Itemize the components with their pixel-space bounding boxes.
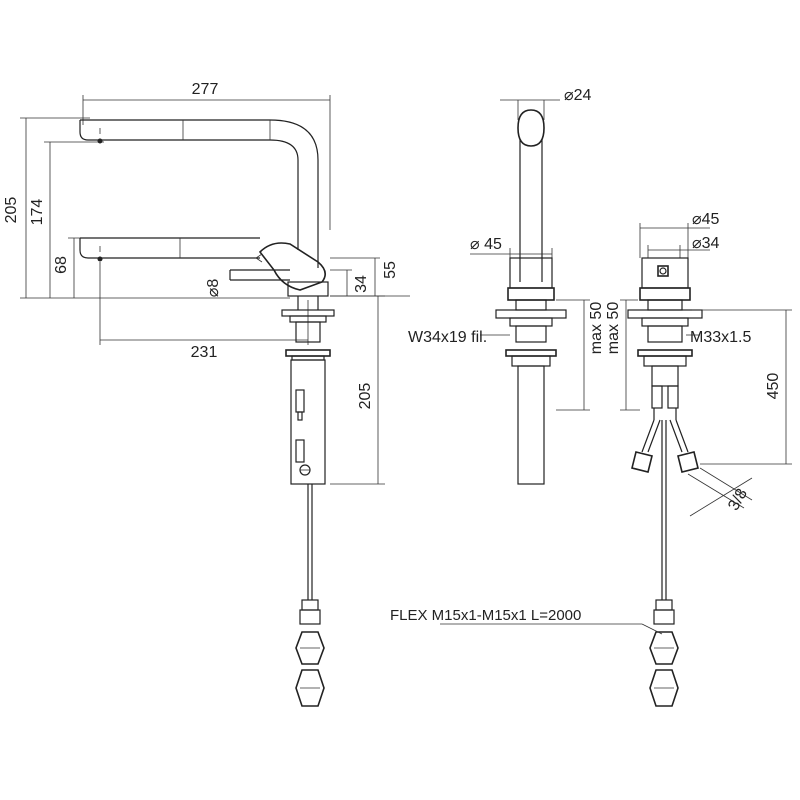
dim-3-8: 3/8 (725, 486, 751, 514)
rear-view: ⌀45 ⌀34 M33x1.5 max 50 (390, 211, 792, 707)
dim-174: 174 (29, 199, 46, 226)
dim-277: 277 (192, 81, 219, 98)
dim-205-right: 205 (357, 383, 374, 410)
label-thread-w34: W34x19 fil. (408, 329, 487, 346)
dim-side-diameter-24: ⌀24 (564, 87, 592, 104)
dim-68: 68 (53, 256, 70, 274)
dim-55: 55 (382, 261, 399, 279)
dim-450: 450 (765, 373, 782, 400)
dim-rear-diameter-34: ⌀34 (692, 235, 720, 252)
dim-34: 34 (353, 275, 370, 293)
dim-rear-diameter-45: ⌀45 (692, 211, 720, 228)
dim-side-diameter-45: ⌀ 45 (470, 236, 502, 253)
dim-231: 231 (191, 344, 218, 361)
side-view: ⌀24 ⌀ 45 W34x19 fil. max 50 (408, 87, 605, 485)
dim-diameter-8: ⌀8 (205, 279, 222, 298)
front-view: 277 205 174 68 (3, 81, 410, 707)
label-flex: FLEX M15x1-M15x1 L=2000 (390, 607, 581, 624)
label-thread-m33: M33x1.5 (690, 329, 751, 346)
dim-max-50-left: max 50 (588, 302, 605, 355)
dim-205-left: 205 (3, 197, 20, 224)
dim-max-50-right: max 50 (605, 302, 622, 355)
